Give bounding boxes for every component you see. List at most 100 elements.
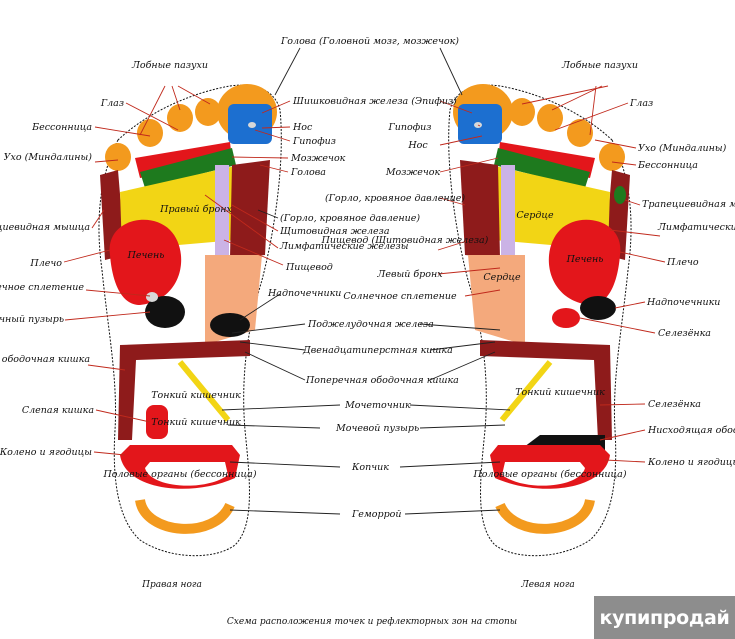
label-lymph: Лимфатические железы	[279, 241, 409, 252]
left-hemorrhoid-arc	[495, 498, 595, 534]
right-colon	[118, 340, 250, 440]
label-l-solar: Солнечное сплетение	[343, 291, 457, 302]
label-l-spleen: Селезёнка	[658, 328, 711, 339]
label-l-genitals: Половые органы (бессонница)	[472, 469, 626, 480]
right-foot	[98, 84, 282, 557]
label-l-spleen2: Селезёнка	[648, 399, 701, 410]
label-r-solar: Солнечное сплетение	[0, 282, 84, 293]
right-adrenal	[210, 313, 250, 337]
label-l-eye: Глаз	[629, 98, 653, 109]
bottom-caption: Схема расположения точек и рефлекторных …	[227, 617, 517, 627]
label-l-cerebellum: Мозжечок	[385, 167, 441, 178]
label-throat: (Горло, кровяное давление)	[280, 213, 420, 224]
right-toe-2	[195, 98, 221, 126]
label-r-ear: Ухо (Миндалины)	[4, 152, 93, 163]
left-spleen-dot	[552, 308, 580, 328]
label-r-small-int-2: Тонкий кишечник	[151, 417, 241, 428]
label-head-brain: Голова (Головной мозг, мозжечок)	[280, 36, 459, 47]
label-l-insomnia: Бессонница	[637, 160, 698, 171]
left-ureter	[499, 360, 553, 422]
label-l-left-bronchus: Левый бронх	[376, 269, 443, 280]
label-r-trapezius: Трапециевидная мышца	[0, 222, 90, 233]
caption-right-leg: Правая нога	[141, 580, 202, 590]
label-bladder: Мочевой пузырь	[335, 423, 419, 434]
label-hemorrhoid: Геморрой	[351, 509, 402, 520]
watermark-logo: купипродай	[594, 596, 735, 639]
label-l-pituitary: Гипофиз	[388, 122, 432, 133]
left-toe-5	[599, 143, 625, 171]
right-lilac-column	[215, 165, 229, 255]
label-l-small-int: Тонкий кишечник	[515, 387, 605, 398]
label-r-small-int-1: Тонкий кишечник	[151, 390, 241, 401]
left-toe-3	[537, 104, 563, 132]
label-l-heart: Сердце	[516, 210, 554, 221]
label-esophagus: Пищевод	[285, 262, 333, 273]
right-toe-5	[105, 143, 131, 171]
label-l-esophagus: Пищевод (Щитовидная железа)	[321, 235, 489, 246]
label-nose: Нос	[292, 122, 313, 133]
label-pancreas: Поджелудочная железа	[307, 319, 434, 330]
caption-left-leg: Левая нога	[520, 580, 575, 590]
left-toe-2	[509, 98, 535, 126]
label-r-sinus-text: Лобные пазухи	[131, 60, 208, 71]
label-pineal: Шишковидная железа (Эпифиз)	[292, 96, 457, 107]
left-genitals-white	[502, 462, 585, 486]
label-r-gallbladder: Желчный пузырь	[0, 314, 64, 325]
label-duodenum: Двенадцатиперстная кишка	[302, 345, 453, 356]
label-ureter: Мочеточник	[344, 400, 411, 411]
right-hemorrhoid-arc	[135, 498, 235, 534]
left-foot	[448, 84, 632, 557]
left-adrenal	[580, 296, 616, 320]
right-pituitary-dot	[248, 122, 256, 128]
label-l-heart2: Сердце	[483, 272, 521, 283]
left-cerebellum-green	[494, 148, 590, 188]
right-toe-3	[167, 104, 193, 132]
left-salmon-zone	[468, 255, 525, 345]
right-solar-dot	[146, 292, 158, 302]
label-l-throat: (Горло, кровяное давление)	[325, 193, 465, 204]
center-labels: Голова (Головной мозг, мозжечок) Шишкови…	[267, 36, 459, 520]
right-throat-column	[230, 160, 270, 258]
label-l-descending: Нисходящая ободочная кишка	[647, 425, 735, 436]
label-r-genitals: Половые органы (бессонница)	[102, 469, 256, 480]
label-thyroid: Щитовидная железа	[280, 226, 390, 237]
label-l-ear: Ухо (Миндалины)	[638, 143, 727, 154]
left-heart	[548, 219, 621, 305]
label-l-shoulder: Плечо	[666, 257, 699, 268]
label-l-liver-like: Печень	[566, 254, 604, 265]
left-lilac-column	[501, 165, 515, 255]
leader-lines	[63, 47, 666, 515]
left-trapezius-green	[614, 186, 626, 204]
label-r-insomnia: Бессонница	[31, 122, 92, 133]
label-r-sinus: Лобные пазухи	[131, 60, 208, 71]
left-toe-4	[567, 119, 593, 147]
label-transverse-colon: Поперечная ободочная кишка	[305, 375, 459, 386]
label-r-cecum: Слепая кишка	[22, 405, 94, 416]
left-foot-labels: Лобные пазухи Глаз Гипофиз Нос Мозжечок …	[321, 60, 735, 590]
label-r-bronchus: Правый бронх	[159, 204, 232, 215]
label-l-adrenal: Надпочечники	[646, 297, 720, 308]
label-r-eye: Глаз	[100, 98, 124, 109]
label-l-knee: Колено и ягодицы	[647, 457, 735, 468]
right-genitals-white	[145, 462, 228, 486]
right-liver	[109, 219, 182, 305]
label-l-nose: Нос	[407, 140, 428, 151]
label-l-sinus: Лобные пазухи	[561, 60, 638, 71]
right-cecum	[146, 405, 168, 439]
label-r-liver: Печень	[127, 250, 165, 261]
label-adrenal: Надпочечники	[267, 288, 341, 299]
right-cerebellum-green	[140, 148, 236, 188]
left-colon	[480, 340, 612, 440]
label-pituitary: Гипофиз	[292, 136, 336, 147]
label-coccyx: Копчик	[351, 462, 389, 473]
label-l-trapezius: Трапециевидная мышца	[642, 199, 735, 210]
right-toe-4	[137, 119, 163, 147]
label-r-shoulder: Плечо	[29, 258, 62, 269]
label-r-knee: Колено и ягодицы	[0, 447, 92, 458]
label-head: Голова	[290, 167, 326, 178]
right-foot-labels: Лобные пазухи Глаз Бессонница Ухо (Минда…	[0, 60, 257, 590]
right-ureter	[177, 360, 231, 422]
label-l-lymph: Лимфатические железы	[657, 222, 735, 233]
label-r-ascending: Восходящая ободочная кишка	[0, 354, 90, 365]
